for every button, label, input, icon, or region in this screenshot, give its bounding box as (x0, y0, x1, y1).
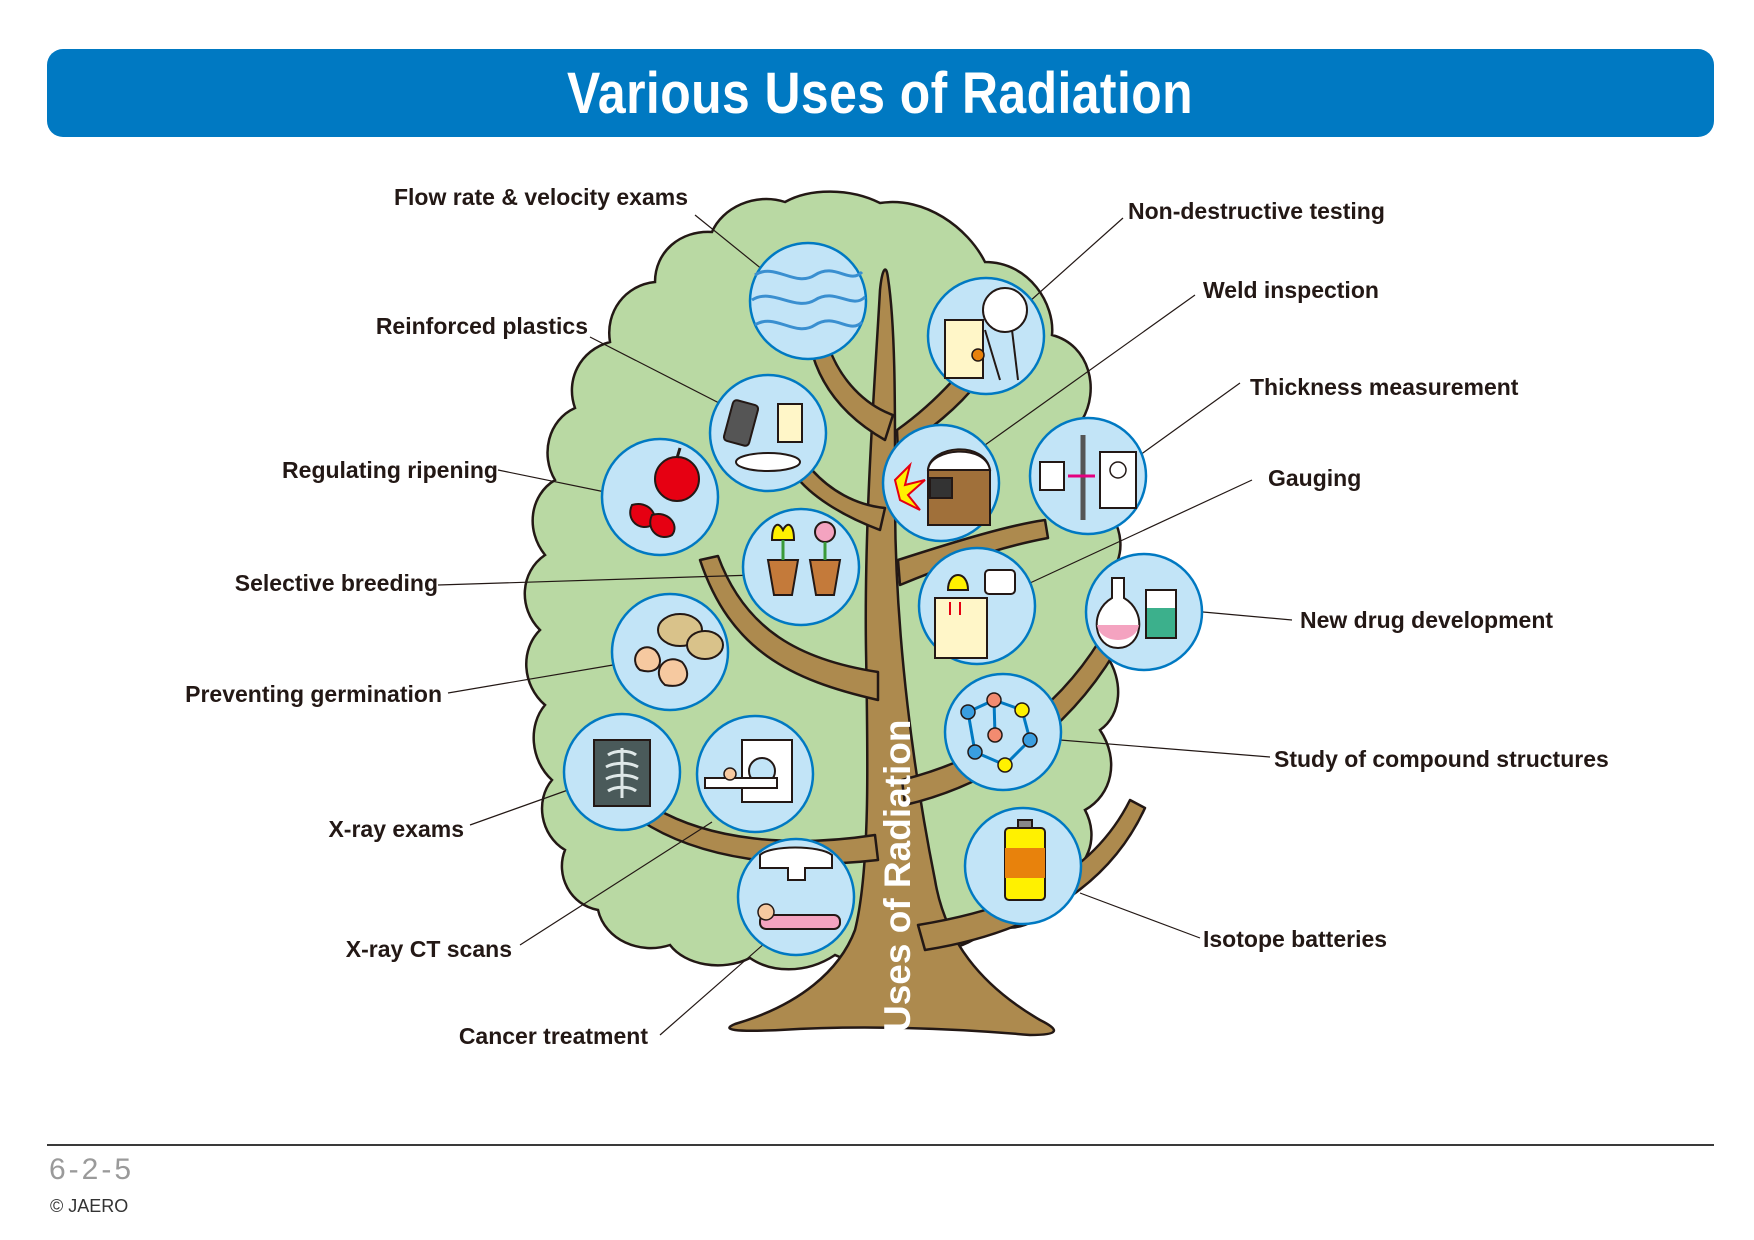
leader-lines (437, 214, 1293, 1036)
label-regulating-ripening: Regulating ripening (282, 457, 498, 483)
ct-scanner-icon (704, 739, 793, 803)
thickness-gauge-icon (1039, 435, 1137, 520)
label-reinforced-plastics: Reinforced plastics (375, 313, 588, 339)
label-preventing-germination: Preventing germination (185, 681, 442, 707)
flow-waves-icon (751, 269, 867, 331)
label-new-drug-development: New drug development (1300, 607, 1554, 633)
label-selective-breeding: Selective breeding (234, 570, 438, 596)
xray-film-icon (593, 739, 651, 807)
apple-strawberry-icon (629, 447, 700, 538)
label-study-of-compound-structures: Study of compound structures (1274, 746, 1609, 772)
regulating-ripening-icon (600, 437, 720, 557)
copyright-notice: © JAERO (50, 1196, 129, 1216)
title-bar: Various Uses of Radiation (47, 49, 1714, 137)
flower-pots-icon (766, 521, 842, 596)
page-number: 6-2-5 (49, 1153, 135, 1186)
plastic-items-icon (722, 399, 803, 472)
label-non-destructive-testing: Non-destructive testing (1128, 198, 1385, 224)
branch-left-long (698, 554, 880, 702)
compound-structure-icon (943, 672, 1063, 792)
industrial-plant-icon (944, 287, 1028, 381)
potato-onion-icon (634, 613, 724, 687)
label-weld-inspection: Weld inspection (1203, 277, 1379, 303)
label-gauging: Gauging (1268, 465, 1362, 491)
label-xray-exams: X-ray exams (328, 816, 464, 842)
tree-trunk (728, 268, 1055, 1037)
page-title: Various Uses of Radiation (567, 60, 1194, 126)
label-cancer-treatment: Cancer treatment (458, 1023, 648, 1049)
label-thickness-measurement: Thickness measurement (1250, 374, 1519, 400)
molecule-icon (960, 692, 1038, 773)
label-xray-ct-scans: X-ray CT scans (345, 936, 512, 962)
welder-icon (893, 448, 992, 526)
footer-divider (47, 1144, 1714, 1146)
trunk-label: Uses of Radiation (877, 720, 918, 1033)
label-isotope-batteries: Isotope batteries (1203, 926, 1388, 952)
level-gauge-icon (934, 569, 1016, 659)
radiotherapy-icon (757, 846, 841, 930)
selective-breeding-icon (741, 507, 861, 627)
battery-icon (1004, 819, 1046, 901)
lab-flasks-icon (1095, 577, 1177, 650)
label-flow-rate-velocity-exams: Flow rate & velocity exams (393, 184, 688, 210)
